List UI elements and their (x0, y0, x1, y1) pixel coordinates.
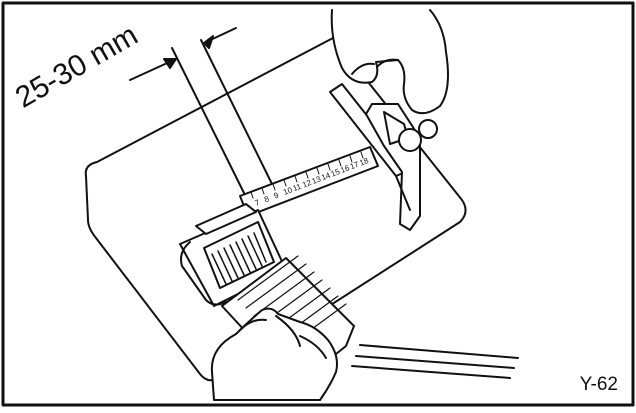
ruler-tick-label: 7 (253, 198, 261, 208)
hand-bottom (210, 307, 338, 401)
ruler-tick-label: 13 (311, 174, 323, 186)
ruler-tick-label: 11 (292, 182, 303, 194)
dimension-lines (129, 27, 273, 198)
ruler-tick-label: 16 (339, 163, 351, 175)
board-outline (84, 37, 467, 382)
ruler-tick-label: 9 (273, 190, 281, 200)
ruler-tick-label: 14 (320, 170, 332, 182)
hand-top (330, 9, 449, 115)
ruler-tick-label: 8 (263, 194, 271, 204)
ruler-tick-label: 18 (358, 156, 370, 168)
ruler-tick-label: 17 (349, 160, 361, 172)
figure-border (1, 1, 635, 407)
ruler-tick-label: 12 (301, 178, 313, 190)
ruler-tick-label: 15 (330, 167, 342, 179)
ruler-tick-label: 10 (282, 185, 294, 197)
hold-down-clamp (329, 83, 438, 231)
figure-id: Y-62 (579, 374, 618, 395)
